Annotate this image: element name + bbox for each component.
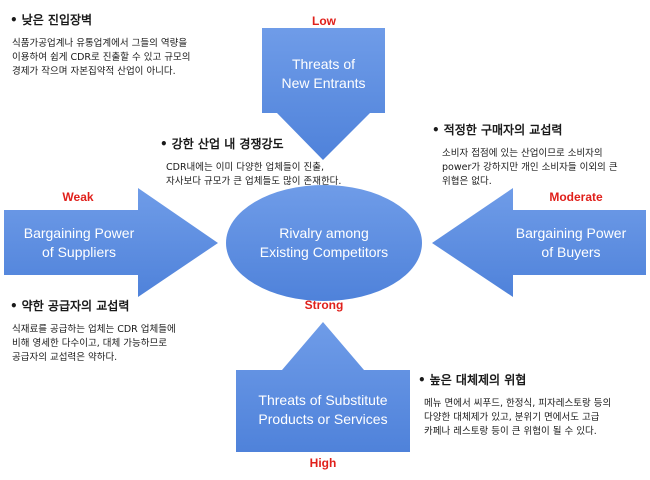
new-entrants-note-title: •낮은 진입장벽 bbox=[10, 13, 93, 27]
substitutes-level: High bbox=[309, 456, 337, 470]
buyers-note: •적정한 구매자의 교섭력 소비자 접점에 있는 산업이므로 소비자의 powe… bbox=[432, 122, 646, 189]
rivalry-note-title: •강한 산업 내 경쟁강도 bbox=[160, 137, 284, 151]
suppliers-note: •약한 공급자의 교섭력 식재료를 공급하는 업체는 CDR 업체들에 비해 영… bbox=[10, 298, 240, 365]
bullet-icon: • bbox=[10, 13, 18, 27]
suppliers-note-body: 식재료를 공급하는 업체는 CDR 업체들에 비해 영세한 다수이고, 대체 가… bbox=[12, 324, 176, 363]
rivalry-label: Rivalry among Existing Competitors bbox=[259, 225, 389, 260]
rivalry-note-body: CDR내에는 이미 다양한 업체들이 진출, 자사보다 규모가 큰 업체들도 많… bbox=[166, 162, 342, 187]
rivalry-ellipse bbox=[226, 185, 422, 301]
substitutes-note-body: 메뉴 면에서 씨푸드, 한정식, 피자레스토랑 등의 다양한 대체제가 있고, … bbox=[424, 398, 612, 437]
bullet-icon: • bbox=[160, 137, 168, 151]
bullet-icon: • bbox=[418, 373, 426, 387]
substitutes-arrow bbox=[236, 322, 410, 452]
buyers-note-title: •적정한 구매자의 교섭력 bbox=[432, 123, 563, 137]
suppliers-label: Bargaining Power of Suppliers bbox=[23, 225, 135, 260]
buyers-label: Bargaining Power of Buyers bbox=[515, 225, 627, 260]
substitutes-note-title: •높은 대체제의 위협 bbox=[418, 373, 527, 387]
rivalry-level: Strong bbox=[304, 298, 344, 312]
new-entrants-label: Threats of New Entrants bbox=[281, 56, 366, 91]
suppliers-arrow bbox=[4, 188, 218, 297]
new-entrants-arrow bbox=[262, 28, 385, 160]
new-entrants-level: Low bbox=[312, 14, 336, 28]
suppliers-note-title: •약한 공급자의 교섭력 bbox=[10, 299, 130, 313]
new-entrants-note: •낮은 진입장벽 식품가공업계나 유통업계에서 그들의 역량을 이용하여 쉽게 … bbox=[10, 12, 250, 79]
bullet-icon: • bbox=[10, 299, 18, 313]
substitutes-label: Threats of Substitute Products or Servic… bbox=[258, 392, 388, 427]
buyers-note-body: 소비자 접점에 있는 산업이므로 소비자의 power가 강하지만 개인 소비자… bbox=[442, 148, 618, 187]
new-entrants-note-body: 식품가공업계나 유통업계에서 그들의 역량을 이용하여 쉽게 CDR로 진출할 … bbox=[12, 38, 191, 77]
substitutes-note: •높은 대체제의 위협 메뉴 면에서 씨푸드, 한정식, 피자레스토랑 등의 다… bbox=[418, 372, 648, 439]
rivalry-note: •강한 산업 내 경쟁강도 CDR내에는 이미 다양한 업체들이 진출, 자사보… bbox=[160, 136, 400, 189]
buyers-arrow bbox=[432, 188, 646, 297]
bullet-icon: • bbox=[432, 123, 440, 137]
buyers-level: Moderate bbox=[549, 190, 603, 204]
suppliers-level: Weak bbox=[62, 190, 94, 204]
